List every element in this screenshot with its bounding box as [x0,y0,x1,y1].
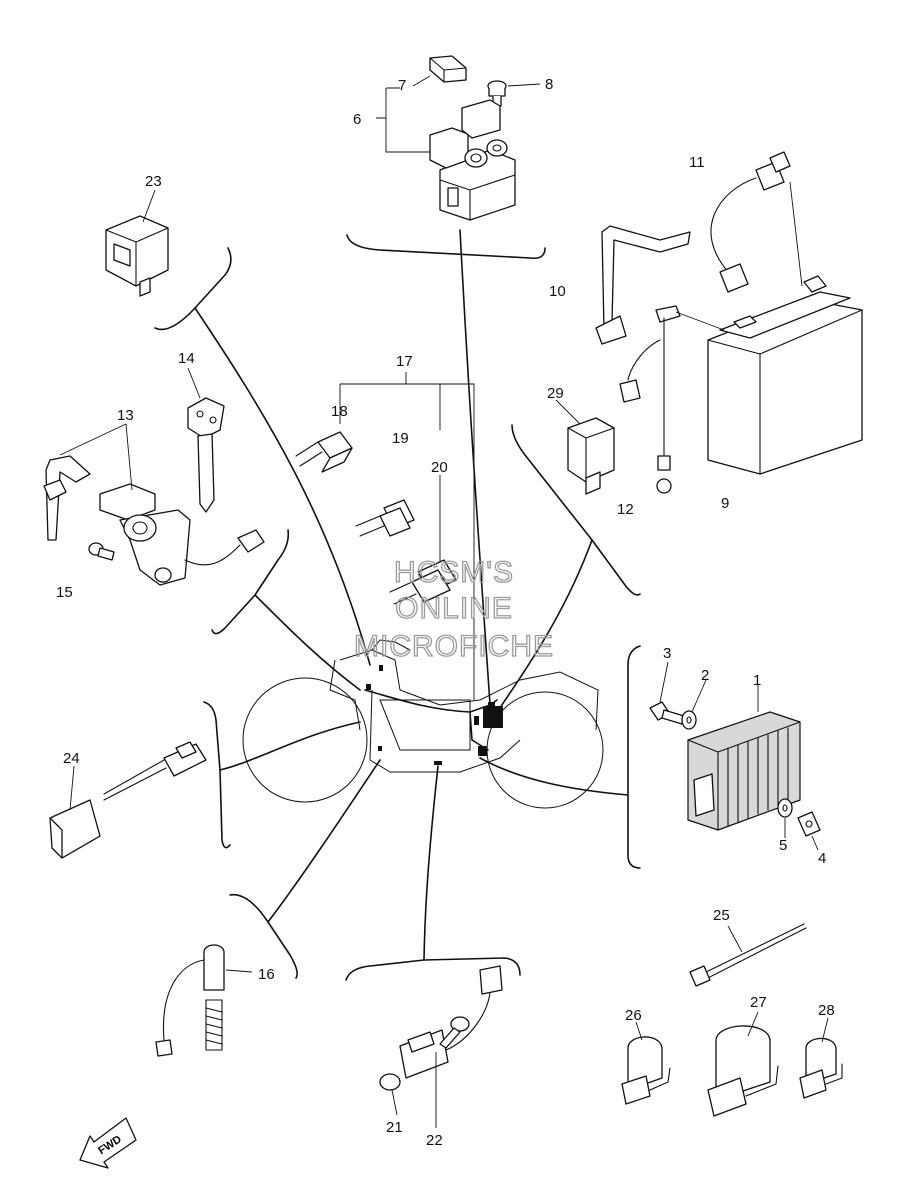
screw-part-15 [88,542,115,561]
clamp-part-28 [799,1017,843,1099]
callout-22: 22 [426,1132,443,1149]
sensor-part-24 [49,741,207,859]
battery-part-9 [707,275,863,475]
callout-2: 2 [701,667,709,684]
callout-3: 3 [663,645,671,662]
group-brackets [154,234,641,981]
callout-17: 17 [396,353,413,370]
washer-part-2 [681,710,697,730]
callout-24: 24 [63,750,80,767]
callout-7: 7 [398,77,406,94]
key-part-14 [187,367,225,513]
callout-8: 8 [545,76,553,93]
forward-arrow-icon: FWD [79,1117,137,1169]
fuse-part-18 [295,431,353,473]
battery-lead-part-11 [710,151,803,293]
callout-13: 13 [117,407,134,424]
callout-18: 18 [331,403,348,420]
bolt-part-3 [649,701,685,725]
clamp-part-26 [621,1021,671,1105]
fuse-group [295,372,475,700]
motorcycle-outline [242,639,604,809]
callout-4: 4 [818,850,826,867]
main-switch-part-13 [43,423,265,586]
callout-20: 20 [431,459,448,476]
relay-part-23 [105,189,169,297]
battery-band-part-10 [595,225,691,345]
screw-part-22 [435,1016,470,1128]
watermark-line-2: ONLINE [395,592,513,625]
callout-10: 10 [549,283,566,300]
leader-lines [194,229,629,961]
sensor-part-21 [379,965,503,1116]
callout-labels: 1 2 3 4 5 6 7 8 9 10 11 12 13 14 15 16 1… [56,76,835,1149]
watermark: HCSM'S ONLINE MICROFICHE [353,555,554,663]
starter-relay-assembly [376,55,541,221]
callout-28: 28 [818,1002,835,1019]
nut-part-4 [797,811,821,837]
callout-14: 14 [178,350,195,367]
cable-tie-part-25 [689,923,807,987]
washer-part-5 [777,798,793,818]
regulator-leaders [659,661,819,851]
clamp-part-27 [707,1011,779,1117]
callout-29: 29 [547,385,564,402]
callout-16: 16 [258,966,275,983]
callout-19: 19 [392,430,409,447]
callout-25: 25 [713,907,730,924]
relay-part-29 [555,399,615,495]
fuse-part-19 [355,499,415,537]
callout-11: 11 [689,154,705,171]
callout-12: 12 [617,501,634,518]
callout-9: 9 [721,495,729,512]
watermark-line-1: HCSM'S [394,556,514,589]
switch-part-16 [155,944,253,1057]
callout-23: 23 [145,173,162,190]
callout-21: 21 [386,1119,403,1136]
fuse-part-20 [389,559,457,605]
callout-27: 27 [750,994,767,1011]
callout-6: 6 [353,111,361,128]
callout-1: 1 [753,672,761,689]
fuse-cap-part-7 [429,55,467,83]
bolt-part-8 [487,80,507,107]
watermark-line-3: MICROFICHE [354,630,554,663]
rectifier-regulator-part-1 [687,711,801,831]
battery-lead-part-12 [619,305,725,494]
callout-5: 5 [779,837,787,854]
wiring-harness [364,665,503,765]
starter-relay-part-6 [429,99,516,221]
callout-26: 26 [625,1007,642,1024]
callout-15: 15 [56,584,73,601]
